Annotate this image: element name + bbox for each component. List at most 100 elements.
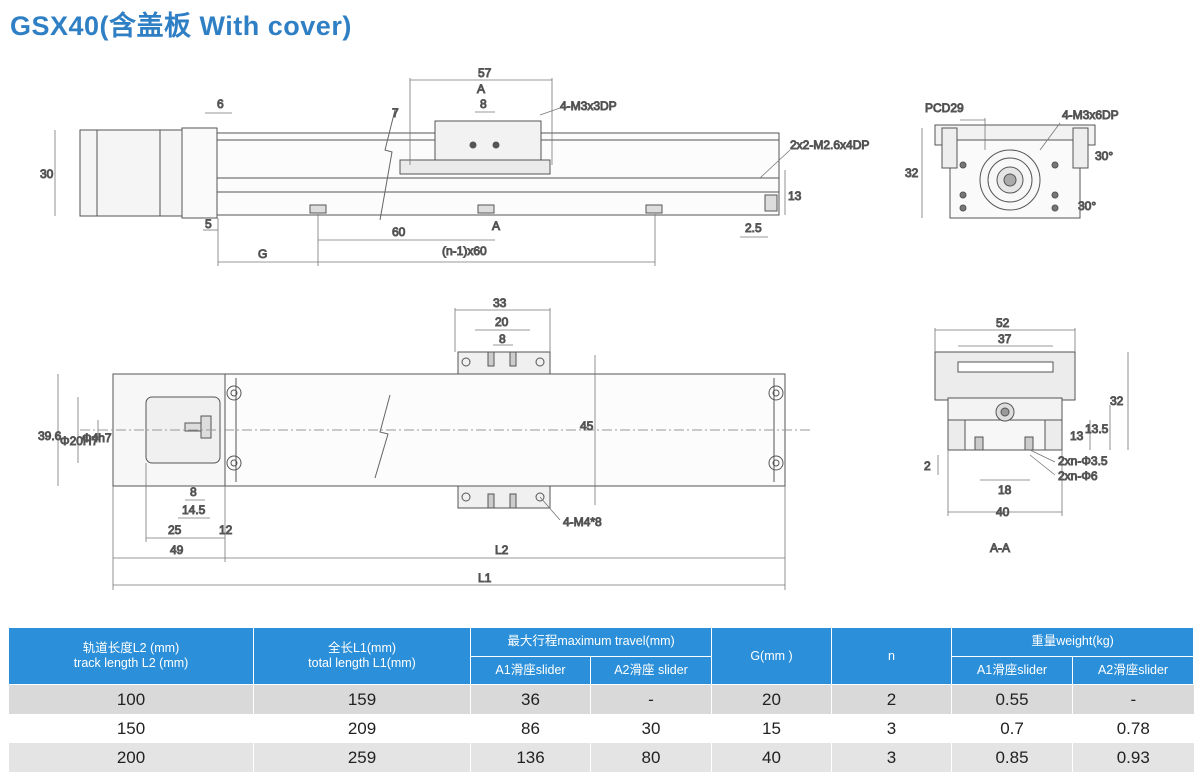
angle-30-bottom: 30° (1078, 199, 1096, 213)
section-mark-top: A (477, 82, 485, 96)
cell-n: 3 (831, 743, 952, 772)
dim-14-5: 14.5 (182, 503, 206, 517)
table-header-row-2: A1滑座slider A2滑座 slider A1滑座slider A2滑座sl… (9, 655, 1195, 685)
label-pcd29: PCD29 (925, 101, 964, 115)
header-total-en: total length L1(mm) (308, 656, 416, 670)
label-4-m3x3dp: 4-M3x3DP (560, 99, 617, 113)
header-weight: 重量weight(kg) (951, 627, 1195, 657)
header-total-cn: 全长L1(mm) (327, 641, 397, 655)
dim-57: 57 (478, 66, 492, 80)
dim-40: 40 (996, 505, 1010, 519)
header-travel-a1: A1滑座slider (470, 655, 591, 685)
slider-plan-top (457, 351, 551, 375)
dim-phi4h7: Φ4h7 (82, 431, 112, 445)
label-2x2-m2-6x4dp: 2x2-M2.6x4DP (790, 138, 869, 152)
header-max-travel: 最大行程maximum travel(mm) (469, 627, 713, 657)
dim-l2: L2 (495, 543, 509, 557)
cell-travel-a1: 86 (470, 714, 591, 743)
cell-travel-a1: 36 (470, 684, 591, 714)
dim-32-section: 32 (1110, 394, 1124, 408)
label-2xn-phi3-5: 2xn-Φ3.5 (1058, 454, 1108, 468)
cell-g: 40 (711, 743, 832, 772)
cell-g: 15 (711, 714, 832, 743)
cell-travel-a2: 30 (589, 714, 712, 743)
dim-6: 6 (217, 97, 224, 111)
section-mark-bottom: A (492, 219, 500, 233)
header-track-cn: 轨道长度L2 (mm) (82, 641, 180, 655)
header-weight-a1: A1滑座slider (951, 655, 1074, 685)
dim-2: 2 (924, 459, 931, 473)
dim-20: 20 (495, 315, 509, 329)
table-row: 200 259 136 80 40 3 0.85 0.93 (8, 743, 1194, 772)
dim-49: 49 (170, 543, 184, 557)
dim-33: 33 (493, 296, 507, 310)
dim-13-5: 13.5 (1085, 422, 1109, 436)
top-view (54, 78, 791, 266)
dim-18: 18 (998, 483, 1012, 497)
section-view (934, 328, 1129, 516)
table-row: 100 159 36 - 20 2 0.55 - (8, 684, 1194, 714)
spec-table: 轨道长度L2 (mm) track length L2 (mm) 全长L1(mm… (8, 627, 1195, 772)
page-title: GSX40(含盖板 With cover) (10, 11, 352, 41)
dim-52: 52 (996, 316, 1010, 330)
dim-phi20h7: Φ20H7 (60, 434, 99, 448)
label-2xn-phi6: 2xn-Φ6 (1058, 469, 1098, 483)
slider-block (434, 120, 542, 162)
cell-track-length: 150 (8, 714, 254, 743)
dim-l1: L1 (478, 571, 492, 585)
dim-5: 5 (205, 217, 212, 231)
header-g: G(mm ) (711, 627, 833, 685)
slider-plan-bottom (457, 485, 551, 509)
cell-g: 20 (711, 684, 832, 714)
coupling-housing (181, 127, 218, 219)
cell-total-length: 159 (253, 684, 471, 714)
cell-weight-a1: 0.85 (951, 743, 1073, 772)
dim-8-top: 8 (480, 97, 487, 111)
header-track-length: 轨道长度L2 (mm) track length L2 (mm) (8, 627, 254, 685)
slider-base (399, 159, 551, 175)
header-weight-a2: A2滑座slider (1072, 655, 1195, 685)
dim-7: 7 (392, 106, 399, 120)
dim-g: G (258, 247, 267, 261)
header-travel-a2: A2滑座 slider (589, 655, 713, 685)
table-header-row-1: 轨道长度L2 (mm) track length L2 (mm) 全长L1(mm… (8, 627, 1195, 685)
header-track-en: track length L2 (mm) (73, 656, 189, 670)
label-4-m3x6dp: 4-M3x6DP (1062, 108, 1119, 122)
angle-30-top: 30° (1095, 149, 1113, 163)
header-total-length: 全长L1(mm) total length L1(mm) (253, 627, 471, 685)
cell-total-length: 209 (253, 714, 471, 743)
dim-32-side: 32 (905, 166, 919, 180)
cell-track-length: 200 (8, 743, 254, 772)
cell-n: 2 (831, 684, 952, 714)
cell-weight-a2: 0.78 (1072, 714, 1194, 743)
motor-body (79, 129, 183, 217)
header-n: n (831, 627, 953, 685)
label-4-m4x8: 4-M4*8 (563, 515, 602, 529)
cell-travel-a2: 80 (589, 743, 712, 772)
dim-45: 45 (580, 419, 594, 433)
cell-track-length: 100 (8, 684, 254, 714)
dim-n-1-x60: (n-1)x60 (442, 244, 487, 258)
cell-travel-a1: 136 (470, 743, 591, 772)
dim-8-plan: 8 (499, 332, 506, 346)
cell-travel-a2: - (589, 684, 712, 714)
dim-2-5: 2.5 (745, 221, 762, 235)
side-view (921, 118, 1096, 219)
cell-weight-a1: 0.55 (951, 684, 1073, 714)
dim-39-6: 39.6 (38, 429, 62, 443)
dim-60: 60 (392, 225, 406, 239)
dim-30: 30 (40, 167, 54, 181)
dim-13-section: 13 (1070, 429, 1084, 443)
cell-n: 3 (831, 714, 952, 743)
dim-8-shaft: 8 (190, 485, 197, 499)
table-row: 150 209 86 30 15 3 0.7 0.78 (8, 714, 1194, 743)
technical-drawing: 57 8 4-M3x3DP 6 7 30 2x2-M2.6x4DP 13 5 6… (38, 66, 1129, 590)
cell-weight-a2: - (1072, 684, 1194, 714)
cell-weight-a1: 0.7 (951, 714, 1073, 743)
cell-total-length: 259 (253, 743, 471, 772)
dim-13: 13 (788, 189, 802, 203)
dim-37: 37 (998, 332, 1012, 346)
cell-weight-a2: 0.93 (1072, 743, 1194, 772)
dim-25: 25 (168, 523, 182, 537)
plan-view (57, 308, 810, 590)
